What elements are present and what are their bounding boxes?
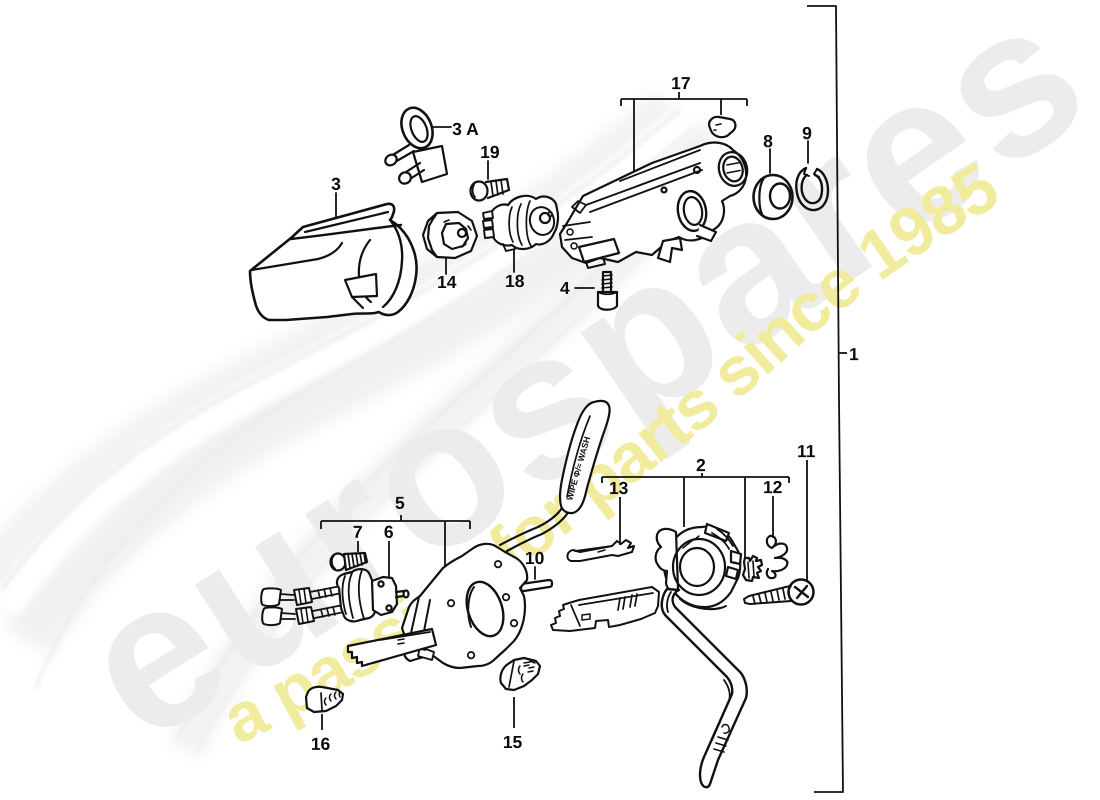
svg-text:18: 18	[505, 271, 525, 291]
svg-text:3: 3	[331, 174, 341, 194]
svg-text:5: 5	[395, 493, 405, 513]
svg-text:15: 15	[503, 732, 523, 752]
svg-text:2: 2	[696, 455, 706, 475]
svg-text:13: 13	[609, 478, 629, 498]
svg-text:17: 17	[671, 73, 690, 93]
svg-text:3 A: 3 A	[452, 119, 479, 139]
svg-text:1: 1	[849, 344, 859, 364]
svg-text:4: 4	[560, 278, 570, 298]
svg-text:16: 16	[311, 734, 331, 754]
svg-text:9: 9	[802, 123, 812, 143]
svg-text:8: 8	[763, 131, 773, 151]
svg-text:12: 12	[763, 477, 783, 497]
svg-text:19: 19	[480, 142, 500, 162]
svg-text:14: 14	[437, 272, 457, 292]
svg-text:11: 11	[797, 441, 816, 461]
svg-text:7: 7	[353, 522, 363, 542]
svg-text:6: 6	[384, 522, 394, 542]
svg-text:10: 10	[525, 548, 545, 568]
